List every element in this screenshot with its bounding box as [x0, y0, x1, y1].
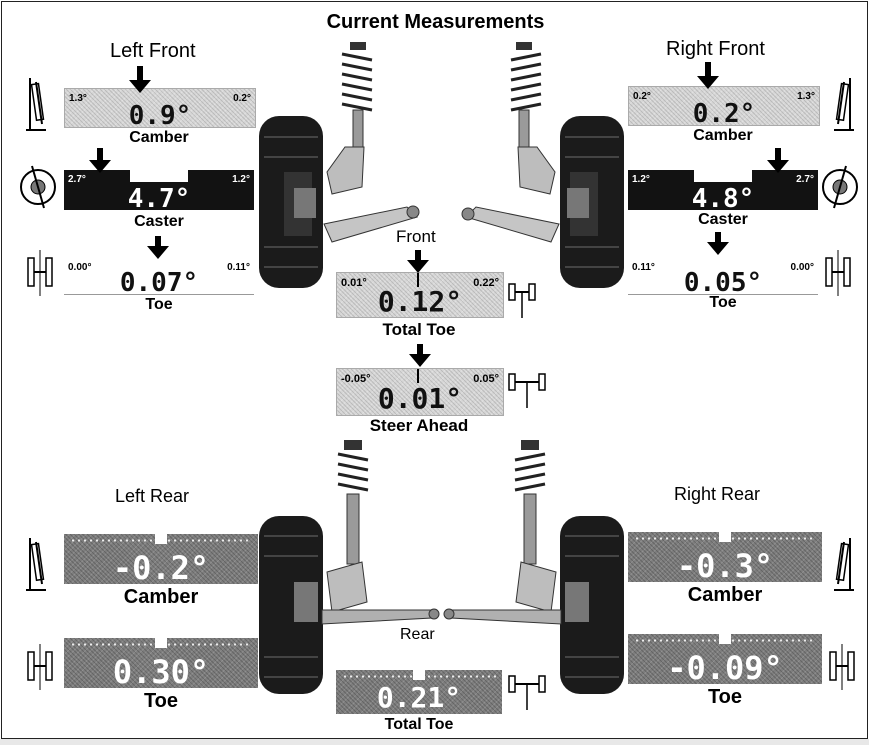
front-total-toe-max: 0.22°: [473, 277, 499, 289]
steer-ahead-value: 0.01°: [377, 382, 463, 415]
right-rear-toe-label: Toe: [707, 686, 743, 708]
right-rear-header: Right Rear: [674, 484, 761, 504]
rear-center-label: Rear: [400, 626, 435, 643]
right-front-caster-gauge: 1.2° 2.7° 4.8°: [628, 170, 818, 210]
rear-total-toe-label: Total Toe: [384, 716, 454, 733]
front-center-label: Front: [396, 227, 436, 246]
left-front-caster-min: 2.7°: [68, 174, 86, 185]
left-front-camber-min: 1.3°: [69, 93, 87, 104]
left-front-camber-gauge: 1.3° 0.2° 0.9°: [64, 88, 256, 128]
rear-suspension-graphic: [259, 440, 624, 694]
right-front-caster-min: 1.2°: [632, 174, 650, 185]
right-rear-camber-label: Camber: [687, 584, 763, 606]
left-rear-header: Left Rear: [115, 486, 190, 506]
right-front-toe-label: Toe: [709, 294, 737, 311]
right-front-header: Right Front: [666, 38, 765, 60]
steer-ahead-gauge: -0.05° 0.05° 0.01°: [336, 368, 504, 416]
steer-ahead-label: Steer Ahead: [369, 416, 469, 435]
front-total-toe-value: 0.12°: [377, 285, 463, 318]
left-front-camber-label: Camber: [129, 129, 189, 146]
right-front-camber-label: Camber: [693, 127, 753, 144]
left-front-toe-min: 0.00°: [68, 262, 92, 273]
left-front-camber-value: 0.9°: [128, 101, 192, 128]
right-front-camber-max: 1.3°: [797, 91, 815, 102]
front-suspension-graphic: [259, 42, 624, 288]
front-total-toe-min: 0.01°: [341, 277, 367, 289]
right-front-caster-value: 4.8°: [691, 184, 755, 210]
left-rear-camber-gauge: -0.2°: [64, 534, 258, 584]
left-front-camber-max: 0.2°: [233, 93, 251, 104]
left-front-caster-value: 4.7°: [127, 184, 191, 210]
right-rear-toe-value: -0.09°: [667, 649, 783, 684]
rear-total-toe-gauge: 0.21°: [336, 670, 502, 714]
right-rear-toe-gauge: -0.09°: [628, 634, 822, 684]
left-front-toe-max: 0.11°: [227, 262, 250, 273]
left-front-caster-max: 1.2°: [232, 174, 250, 185]
page-title: Current Measurements: [326, 11, 545, 33]
right-front-caster-max: 2.7°: [796, 174, 814, 185]
right-rear-camber-gauge: -0.3°: [628, 532, 822, 582]
left-front-toe-value: 0.07°: [119, 268, 199, 295]
right-front-camber-min: 0.2°: [633, 91, 651, 102]
right-front-toe-value: 0.05°: [683, 268, 763, 295]
front-total-toe-label: Total Toe: [382, 320, 456, 339]
right-rear-camber-value: -0.3°: [676, 547, 774, 582]
right-front-camber-value: 0.2°: [692, 99, 756, 126]
right-front-toe-min: 0.11°: [632, 262, 655, 273]
steer-ahead-max: 0.05°: [473, 373, 499, 385]
bottom-strip: [0, 739, 869, 745]
right-front-toe-max: 0.00°: [790, 262, 814, 273]
left-front-toe-label: Toe: [145, 296, 173, 313]
left-front-toe-gauge: 0.00° 0.11° 0.07°: [64, 258, 254, 295]
left-rear-camber-value: -0.2°: [112, 549, 210, 584]
right-front-toe-gauge: 0.11° 0.00° 0.05°: [628, 258, 818, 295]
right-front-caster-label: Caster: [698, 211, 748, 228]
rear-total-toe-value: 0.21°: [376, 681, 462, 714]
left-rear-camber-label: Camber: [123, 586, 199, 608]
left-front-caster-label: Caster: [134, 213, 184, 230]
left-front-header: Left Front: [110, 40, 196, 62]
front-total-toe-gauge: 0.01° 0.22° 0.12°: [336, 272, 504, 318]
steer-ahead-min: -0.05°: [341, 373, 371, 385]
left-rear-toe-gauge: 0.30°: [64, 638, 258, 688]
left-rear-toe-label: Toe: [143, 690, 179, 712]
right-front-camber-gauge: 0.2° 1.3° 0.2°: [628, 86, 820, 126]
left-front-caster-gauge: 2.7° 1.2° 4.7°: [64, 170, 254, 210]
left-rear-toe-value: 0.30°: [112, 653, 210, 688]
